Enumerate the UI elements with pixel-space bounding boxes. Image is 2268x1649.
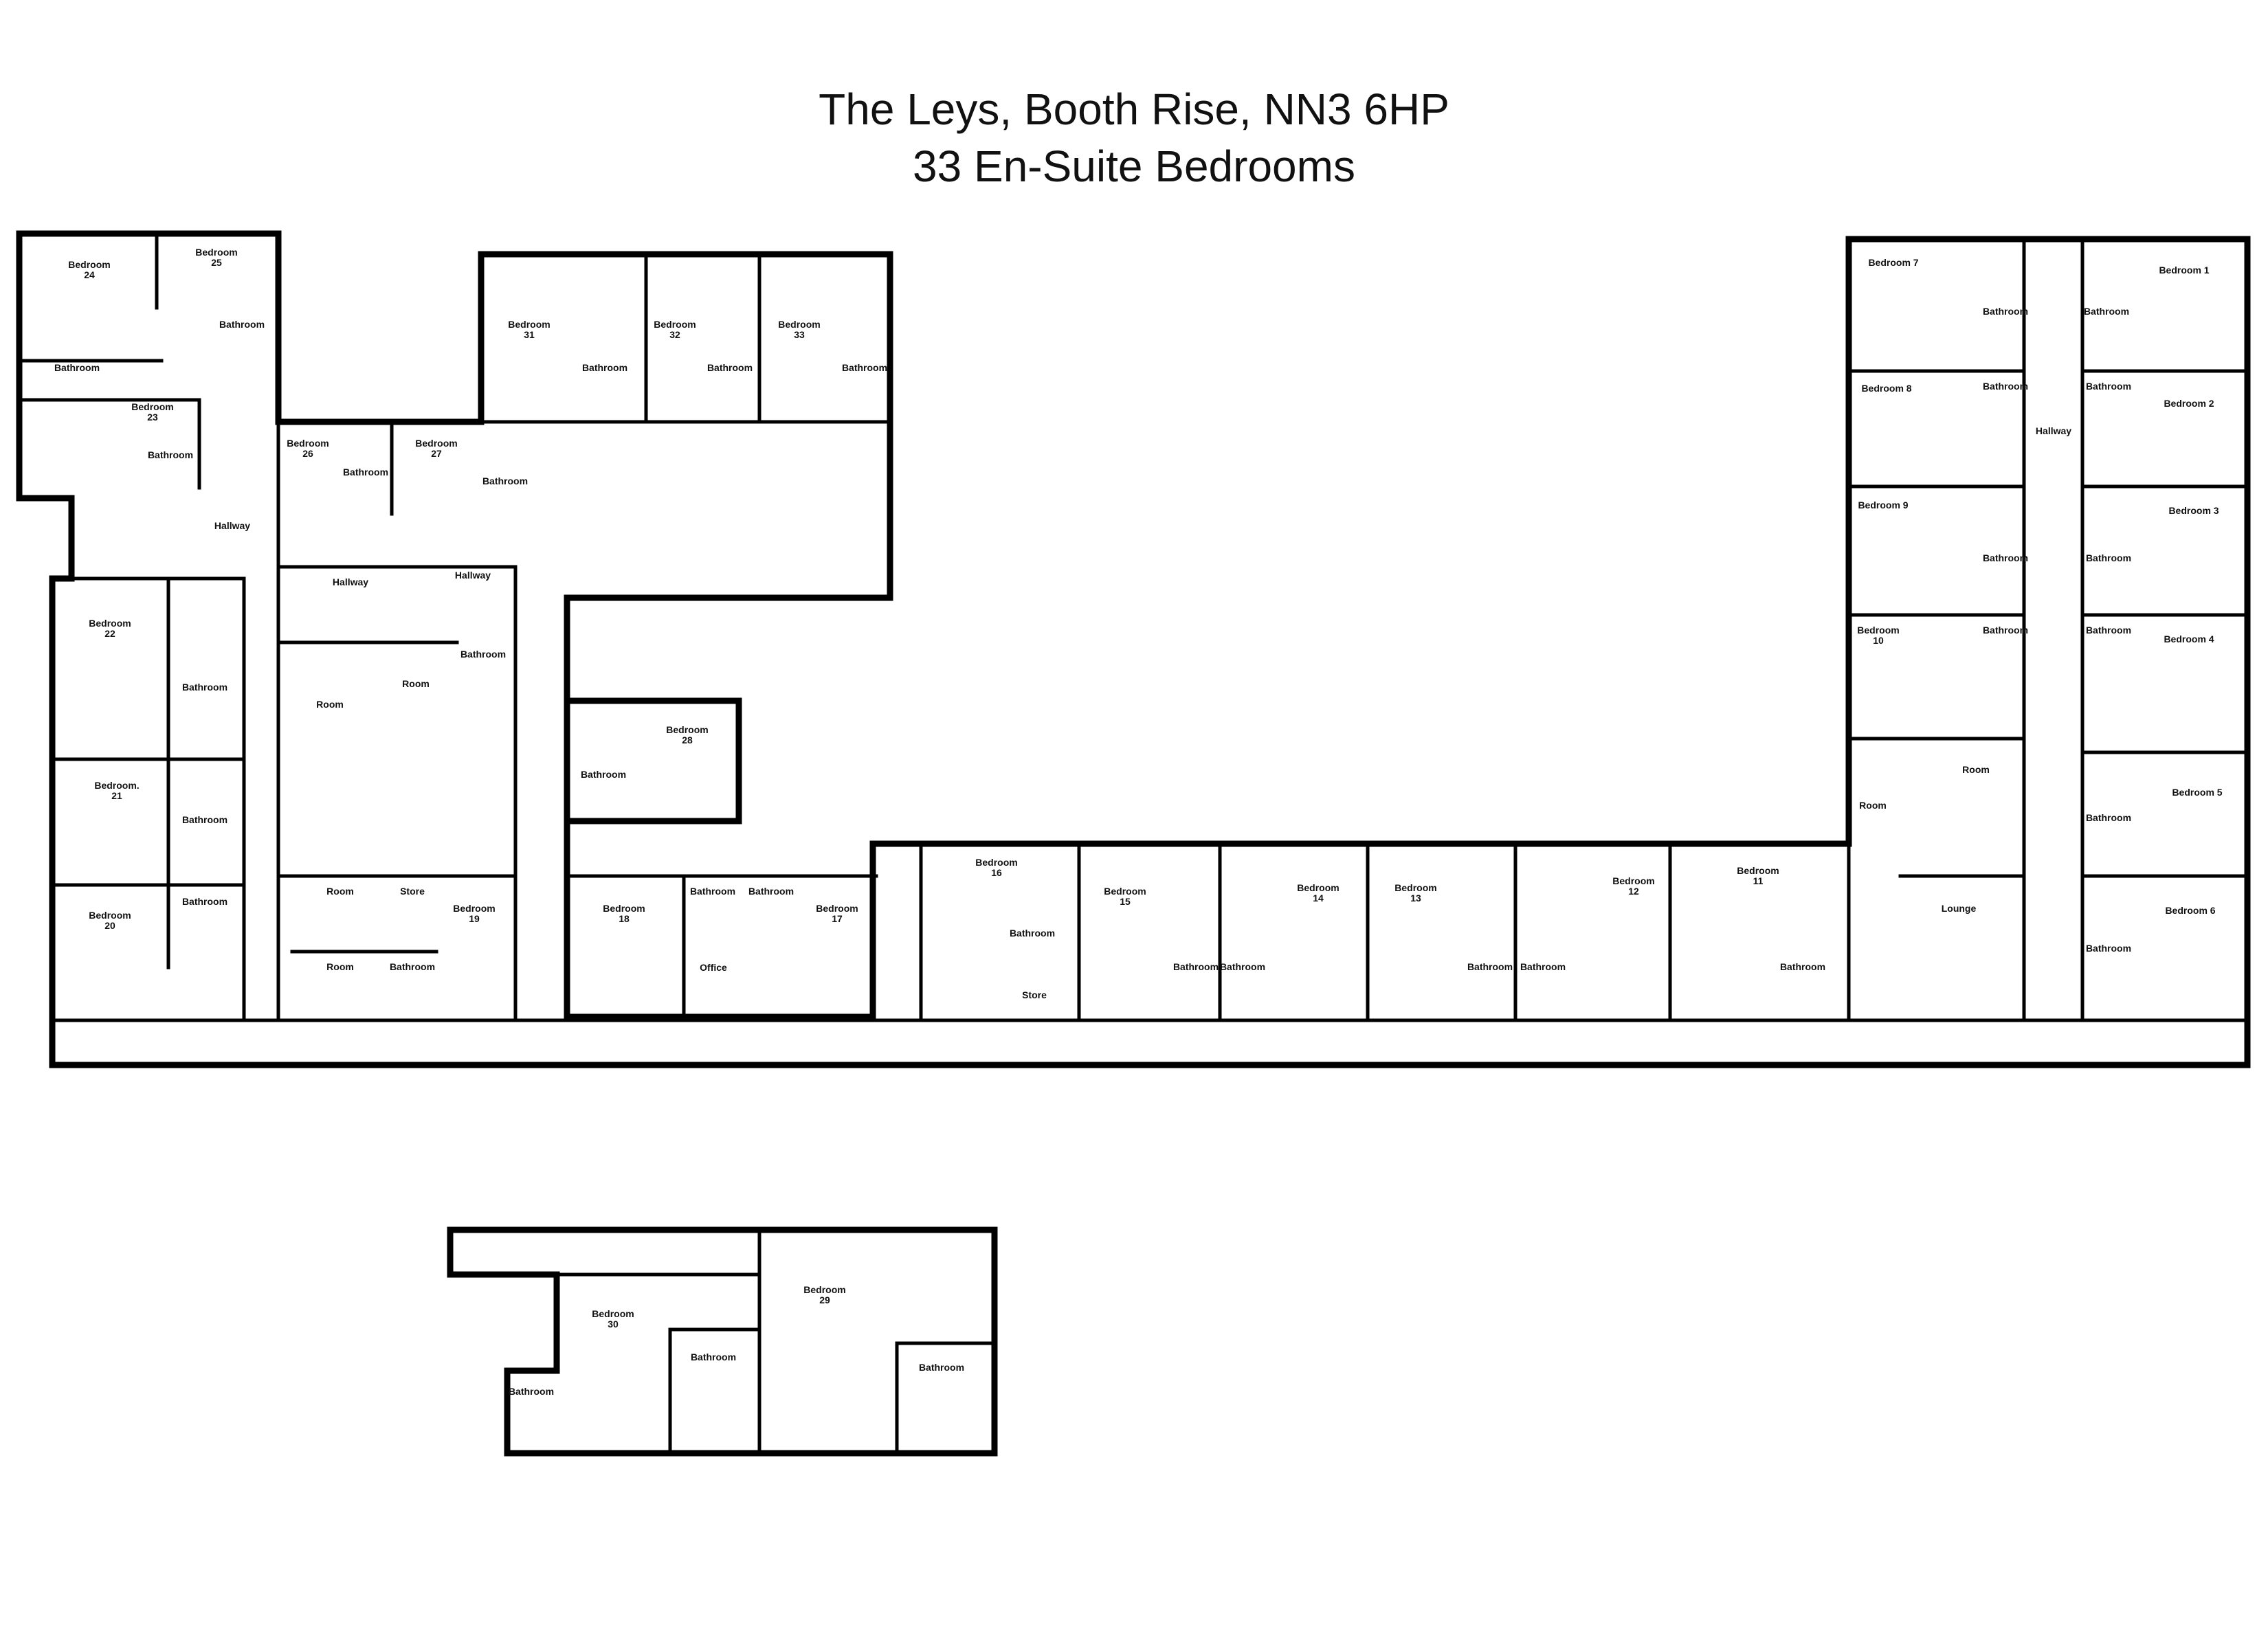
room-label-bath12: Bathroom [1520, 961, 1566, 972]
room-label-bath5: Bathroom [2086, 812, 2131, 823]
room-label-bath10: Bathroom [1983, 625, 2028, 636]
room-label-bath32: Bathroom [707, 362, 753, 373]
room-label-bed7: Bedroom 7 [1868, 257, 1918, 268]
room-label-bath24: Bathroom [54, 362, 100, 373]
room-label-bath28: Bathroom [581, 769, 626, 780]
room-label-room-a: Room [316, 699, 344, 710]
room-label-bath2: Bathroom [2086, 381, 2131, 392]
room-label-bath14: Bathroom [1220, 961, 1265, 972]
room-label-store-a: Store [400, 886, 425, 897]
room-label-store-b: Store [1022, 989, 1047, 1000]
walls [16, 230, 2251, 1457]
room-label-bed2: Bedroom 2 [2164, 398, 2214, 409]
wall [668, 1327, 761, 1455]
room-label-bed3: Bedroom 3 [2168, 505, 2219, 516]
room-label-bath31: Bathroom [582, 362, 627, 373]
room-label-bath15: Bathroom [1173, 961, 1219, 972]
room-label-bath30: Bathroom [691, 1351, 736, 1362]
plan-title-address: The Leys, Booth Rise, NN3 6HP [819, 85, 1449, 134]
room-label-hall-w: Hallway [214, 520, 250, 531]
outer-wall-west-wing [16, 230, 2251, 1068]
room-label-bath21: Bathroom [182, 814, 227, 825]
room-label-bath-d: Bathroom [390, 961, 435, 972]
room-label-bed9: Bedroom 9 [1858, 500, 1908, 511]
room-label-bath4: Bathroom [2086, 625, 2131, 636]
room-label-bed6: Bedroom 6 [2165, 905, 2215, 916]
room-label-hall-c2: Hallway [455, 570, 491, 581]
wall [895, 1341, 997, 1455]
room-label-office: Office [700, 962, 727, 973]
room-label-room-f: Room [1962, 764, 1990, 775]
room-label-bed4: Bedroom 4 [2164, 633, 2214, 644]
room-label-bed1: Bedroom 1 [2159, 265, 2209, 276]
room-label-bath17: Bathroom [748, 886, 794, 897]
room-label-room-e: Room [1859, 800, 1887, 811]
room-label-bath6: Bathroom [2086, 943, 2131, 954]
room-label-room-d: Room [326, 961, 354, 972]
outer-wall-annex [447, 1226, 998, 1457]
room-label-bath25: Bathroom [219, 319, 265, 330]
room-label-bath13: Bathroom [1467, 961, 1513, 972]
room-label-room-c: Room [326, 886, 354, 897]
room-label-bath9: Bathroom [1983, 552, 2028, 563]
room-label-bath11: Bathroom [1780, 961, 1825, 972]
room-label-bath-c: Bathroom [460, 649, 506, 660]
room-label-bath1: Bathroom [2084, 306, 2129, 317]
room-label-room-b: Room [402, 678, 430, 689]
room-label-bath16: Bathroom [1010, 928, 1055, 939]
room-label-bath18: Bathroom [690, 886, 735, 897]
room-label-bath7: Bathroom [1983, 306, 2028, 317]
room-label-bath22: Bathroom [182, 682, 227, 693]
room-label-bath23: Bathroom [148, 449, 193, 460]
room-label-bath8: Bathroom [1983, 381, 2028, 392]
room-label-bath29: Bathroom [919, 1362, 964, 1373]
room-label-bed8: Bedroom 8 [1861, 383, 1911, 394]
room-label-bath33: Bathroom [842, 362, 887, 373]
room-label-bed5: Bedroom 5 [2172, 787, 2222, 798]
room-label-bath27: Bathroom [482, 475, 528, 486]
room-label-bath20: Bathroom [182, 896, 227, 907]
room-label-hall-c1: Hallway [333, 576, 368, 587]
room-label-bath3: Bathroom [2086, 552, 2131, 563]
plan-title-subtitle: 33 En-Suite Bedrooms [913, 142, 1355, 191]
wall [564, 697, 742, 824]
room-label-hall-e: Hallway [2036, 425, 2071, 436]
room-label-bath26: Bathroom [343, 467, 388, 478]
room-label-bath30b: Bathroom [509, 1386, 554, 1397]
room-label-bed21: Bedroom.21 [94, 780, 139, 801]
room-label-lounge: Lounge [1942, 903, 1977, 914]
